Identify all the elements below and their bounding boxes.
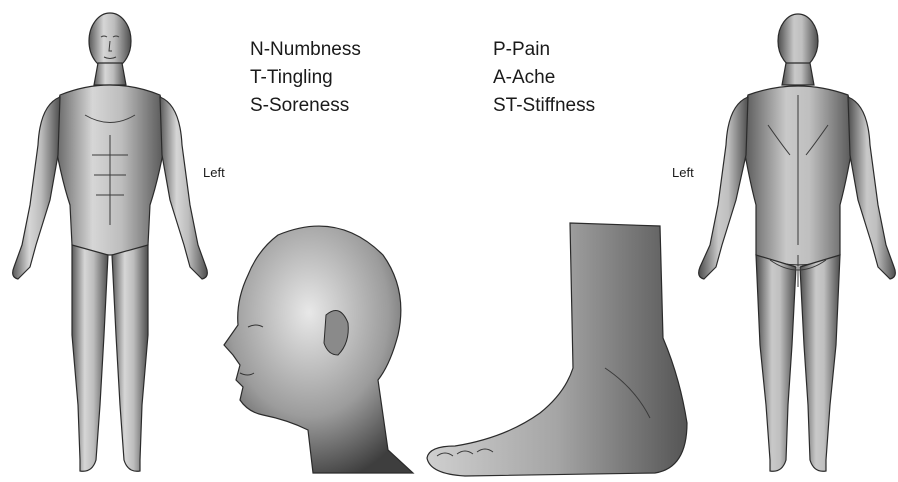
legend-item-numbness: N-Numbness [250, 36, 361, 64]
legend-item-ache: A-Ache [493, 64, 595, 92]
legend-right-column: P-Pain A-Ache ST-Stiffness [493, 36, 595, 120]
front-body-figure [0, 5, 225, 482]
head-profile-figure [218, 215, 418, 477]
legend-left-column: N-Numbness T-Tingling S-Soreness [250, 36, 361, 120]
back-body-figure [690, 5, 898, 482]
foot-figure [425, 218, 690, 480]
legend-item-soreness: S-Soreness [250, 92, 361, 120]
legend-item-pain: P-Pain [493, 36, 595, 64]
legend-item-stiffness: ST-Stiffness [493, 92, 595, 120]
legend-item-tingling: T-Tingling [250, 64, 361, 92]
